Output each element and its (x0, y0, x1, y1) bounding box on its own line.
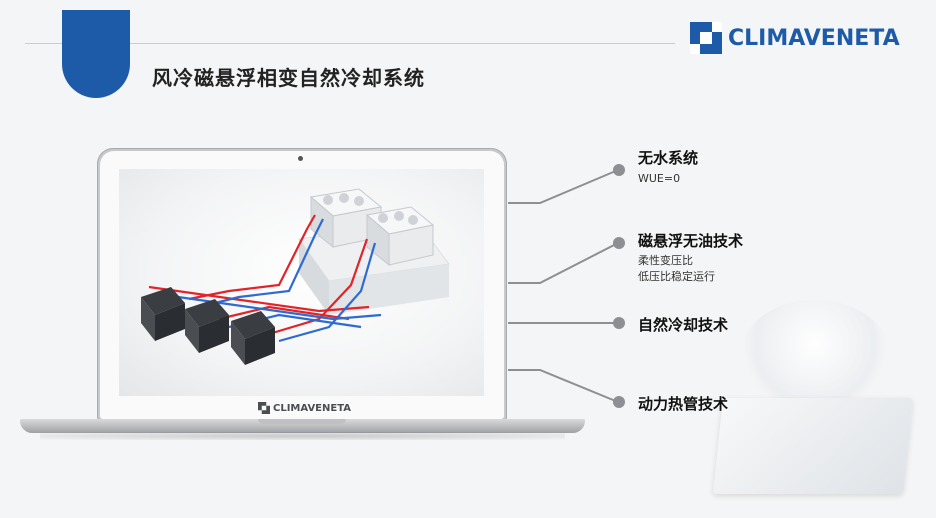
feature-title-1: 无水系统 (638, 149, 699, 167)
callout-line-2 (508, 242, 619, 284)
callout-dot-1 (613, 164, 625, 176)
brand-name: CLIMAVENETA (728, 25, 900, 51)
chiller-unit-2 (365, 206, 435, 267)
laptop-base (20, 419, 585, 433)
indoor-unit-2 (185, 299, 229, 353)
feature-title-2: 磁悬浮无油技术 (638, 232, 744, 250)
callout-dot-4 (613, 396, 625, 408)
header-accent-tab (62, 10, 130, 98)
cooling-system-illustration (141, 188, 450, 365)
page-title: 风冷磁悬浮相变自然冷却系统 (152, 66, 425, 90)
laptop-lid-logo: CLIMAVENETA (258, 402, 351, 414)
laptop-screen (119, 169, 484, 396)
indoor-unit-1 (141, 287, 185, 341)
laptop-camera (298, 156, 303, 161)
top-rule (25, 43, 675, 44)
feature-title-3: 自然冷却技术 (638, 316, 729, 334)
callout-line-4 (508, 369, 619, 403)
lid-brand-mark-icon (258, 402, 270, 414)
feature-sub-2-line-1: 柔性变压比 (638, 254, 693, 267)
lid-brand-name: CLIMAVENETA (273, 402, 351, 414)
brand-logo: CLIMAVENETA (690, 22, 900, 54)
feature-title-4: 动力热管技术 (638, 395, 729, 413)
brand-mark-icon (690, 22, 722, 54)
indoor-unit-3 (231, 311, 275, 365)
feature-sub-1-line-1: WUE=0 (638, 172, 681, 185)
callout-dot-3 (613, 317, 625, 329)
callout-line-1 (508, 169, 619, 204)
callout-dot-2 (613, 237, 625, 249)
laptop-notch (258, 419, 346, 424)
decorative-globe (740, 300, 890, 410)
feature-sub-2-line-2: 低压比稳定运行 (638, 270, 715, 283)
laptop-shadow (40, 432, 565, 440)
